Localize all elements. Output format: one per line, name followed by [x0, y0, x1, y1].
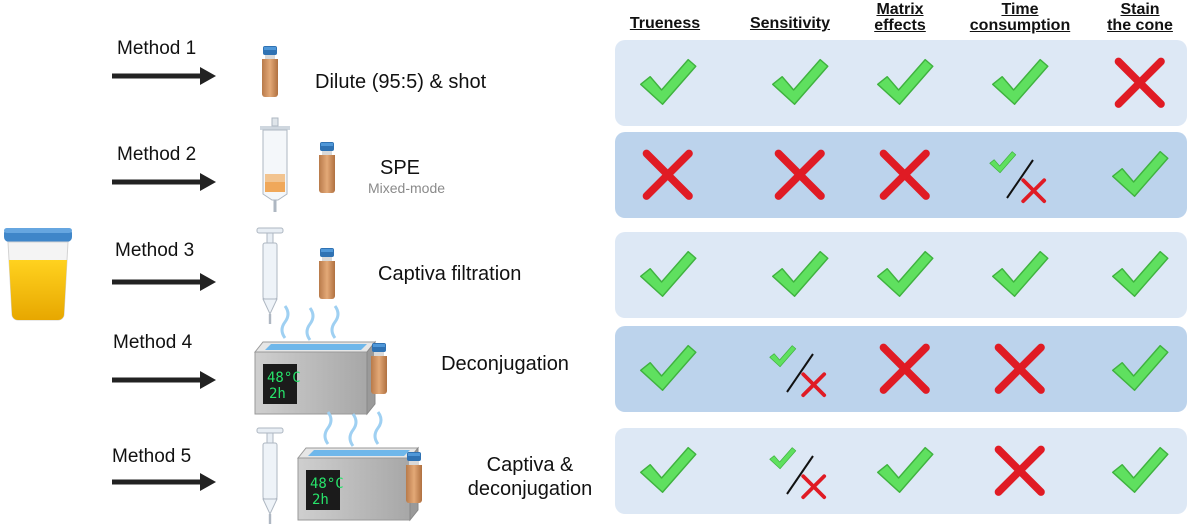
partial-check-icon	[765, 334, 835, 404]
check-icon	[633, 48, 703, 118]
check-icon	[633, 334, 703, 404]
header-stain-cone-line2: the cone	[1107, 17, 1173, 34]
check-icon	[870, 240, 940, 310]
vial-icon	[371, 343, 387, 394]
partial-check-icon	[985, 140, 1055, 210]
arrow-right-icon	[112, 473, 216, 491]
step-sublabel: Mixed-mode	[368, 180, 446, 196]
step-label-line: deconjugation	[467, 478, 593, 500]
bath-display-temp: 48°C	[267, 370, 301, 386]
header-trueness: Trueness	[629, 15, 701, 32]
check-icon	[765, 240, 835, 310]
method-label: Method 4	[113, 332, 193, 353]
cross-icon	[870, 140, 940, 210]
vial-icon	[319, 248, 335, 299]
check-icon	[1105, 140, 1175, 210]
method-label: Method 3	[115, 240, 195, 261]
header-sensitivity: Sensitivity	[749, 15, 831, 32]
step-label: Dilute (95:5) & shot	[315, 70, 545, 94]
header-stain-cone: Stain the cone	[1095, 2, 1185, 34]
cross-icon	[870, 334, 940, 404]
step-label: Captiva filtration	[378, 262, 588, 286]
step-label-line: SPE	[379, 157, 421, 179]
header-matrix-effects: Matrix effects	[860, 2, 940, 34]
step-label: SPE	[360, 156, 440, 180]
step-label-line: Dilute (95:5) & shot	[315, 71, 487, 93]
result-row-panel	[615, 428, 1187, 514]
step-label-line: Captiva filtration	[378, 263, 522, 285]
header-time-consumption: Time consumption	[955, 2, 1085, 34]
header-matrix-effects-line1: Matrix	[876, 1, 924, 18]
vial-icon	[262, 46, 278, 97]
check-icon	[870, 436, 940, 506]
bath-display-temp: 48°C	[310, 476, 344, 492]
step-label: Captiva &deconjugation	[455, 453, 605, 501]
partial-check-icon	[765, 436, 835, 506]
bath-display-time: 2h	[269, 386, 286, 402]
header-time-consumption-line1: Time	[1001, 1, 1039, 18]
result-row-panel	[615, 232, 1187, 318]
captiva-filter-icon	[256, 227, 284, 325]
header-time-consumption-line2: consumption	[969, 17, 1071, 34]
header-stain-cone-line1: Stain	[1120, 1, 1160, 18]
method-label: Method 5	[112, 446, 192, 467]
check-icon	[870, 48, 940, 118]
arrow-right-icon	[112, 67, 216, 85]
arrow-right-icon	[112, 273, 216, 291]
urine-sample-cup-icon	[4, 228, 72, 321]
cross-icon	[985, 334, 1055, 404]
check-icon	[1105, 436, 1175, 506]
check-icon	[985, 240, 1055, 310]
check-icon	[633, 240, 703, 310]
result-row-panel	[615, 40, 1187, 126]
water-bath-icon: 48°C 2h	[296, 410, 420, 522]
cross-icon	[1105, 48, 1175, 118]
vial-icon	[319, 142, 335, 193]
step-label-line: Deconjugation	[441, 353, 569, 375]
bath-display-time: 2h	[312, 492, 329, 508]
arrow-right-icon	[112, 173, 216, 191]
method-label: Method 2	[117, 144, 197, 165]
cross-icon	[985, 436, 1055, 506]
method-label: Method 1	[117, 38, 197, 59]
vial-icon	[406, 452, 422, 503]
check-icon	[985, 48, 1055, 118]
step-label: Deconjugation	[415, 352, 595, 376]
step-label-line: Captiva &	[486, 454, 574, 476]
check-icon	[1105, 334, 1175, 404]
header-matrix-effects-line2: effects	[874, 17, 926, 34]
cross-icon	[765, 140, 835, 210]
check-icon	[1105, 240, 1175, 310]
cross-icon	[633, 140, 703, 210]
check-icon	[765, 48, 835, 118]
water-bath-icon: 48°C 2h	[253, 304, 377, 416]
check-icon	[633, 436, 703, 506]
captiva-filter-icon	[256, 427, 284, 524]
arrow-right-icon	[112, 371, 216, 389]
spe-cartridge-icon	[260, 117, 290, 212]
